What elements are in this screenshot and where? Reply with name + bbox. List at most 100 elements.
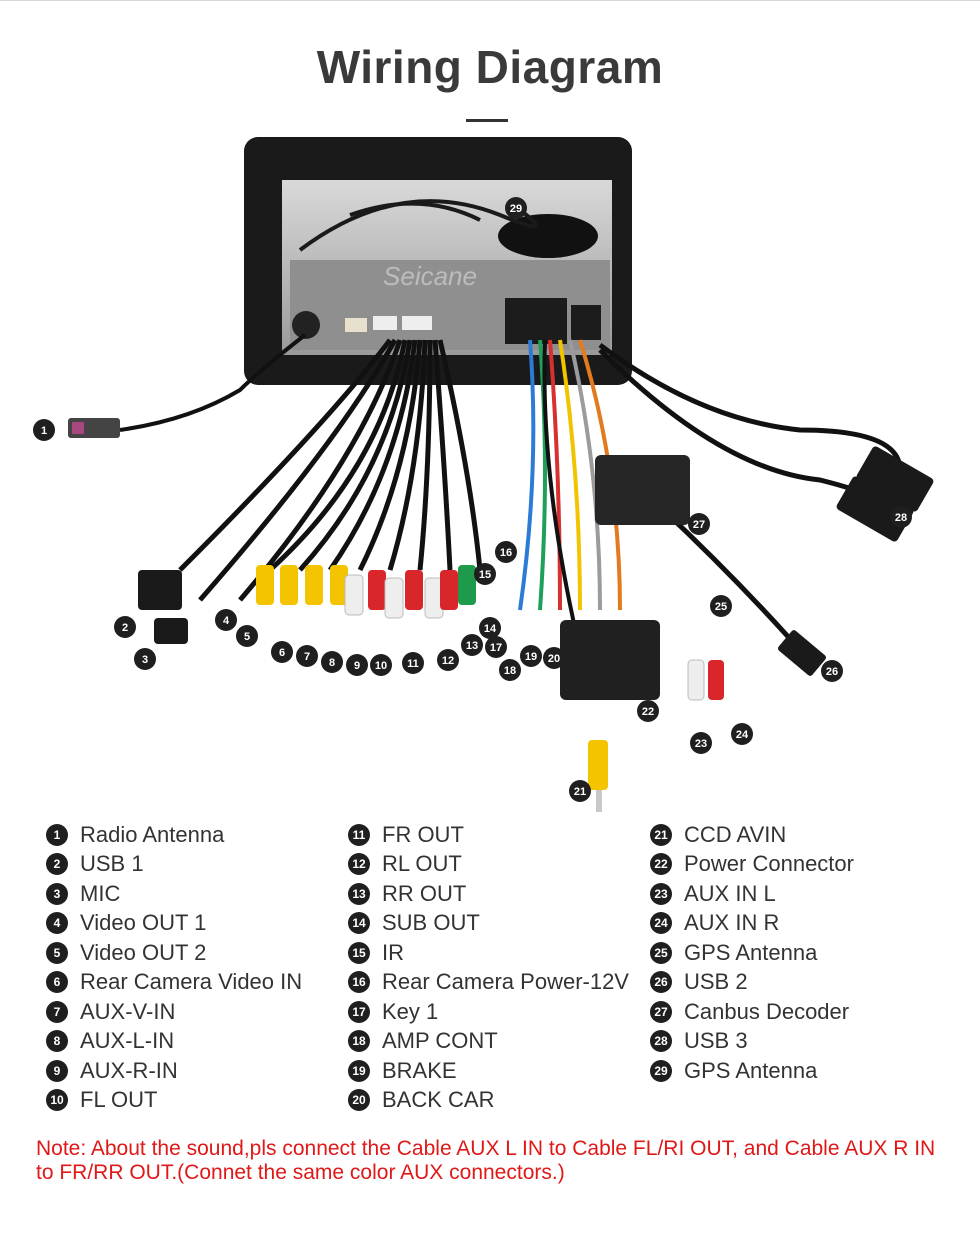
svg-text:23: 23 — [695, 738, 707, 750]
svg-text:19: 19 — [525, 651, 537, 663]
number-badge: 25 — [650, 941, 672, 964]
legend-label: FR OUT — [382, 821, 464, 847]
callout-20: 20 — [543, 647, 565, 669]
svg-text:12: 12 — [442, 655, 454, 667]
callout-5: 5 — [236, 625, 258, 647]
number-badge: 17 — [348, 1000, 370, 1023]
callout-12: 12 — [437, 649, 459, 671]
legend-label: Key 1 — [382, 998, 439, 1024]
number-badge: 1 — [46, 823, 68, 846]
legend-label: USB 3 — [684, 1028, 748, 1054]
sound-wiring-note: Note: About the sound,pls connect the Ca… — [36, 1137, 936, 1184]
svg-text:16: 16 — [500, 547, 512, 559]
callout-13: 13 — [461, 634, 483, 656]
number-badge: 2 — [46, 853, 68, 876]
callout-24: 24 — [731, 723, 753, 745]
svg-text:13: 13 — [466, 640, 478, 652]
callout-11: 11 — [402, 652, 424, 674]
number-badge: 12 — [348, 853, 370, 876]
svg-text:18: 18 — [504, 665, 516, 677]
number-badge: 18 — [348, 1030, 370, 1053]
callout-22: 22 — [637, 700, 659, 722]
svg-text:27: 27 — [693, 519, 705, 531]
svg-text:28: 28 — [895, 512, 907, 524]
legend-label: AUX-R-IN — [80, 1057, 178, 1083]
svg-text:11: 11 — [407, 658, 419, 670]
legend-label: USB 2 — [684, 969, 748, 995]
number-badge: 20 — [348, 1089, 370, 1112]
legend-label: BACK CAR — [382, 1087, 495, 1113]
legend-label: AUX IN L — [684, 880, 776, 906]
legend-label: CCD AVIN — [684, 821, 787, 847]
legend-label: AMP CONT — [382, 1028, 498, 1054]
legend-item: 17 Key 1 — [348, 997, 629, 1027]
svg-text:22: 22 — [642, 706, 654, 718]
legend-item: 26 USB 2 — [650, 968, 854, 998]
number-badge: 8 — [46, 1030, 68, 1053]
legend-label: GPS Antenna — [684, 939, 818, 965]
legend-item: 12 RL OUT — [348, 850, 629, 880]
number-badge: 28 — [650, 1030, 672, 1053]
legend-label: Radio Antenna — [80, 821, 225, 847]
legend-label: Video OUT 1 — [80, 910, 207, 936]
svg-text:17: 17 — [490, 642, 502, 654]
callout-19: 19 — [520, 645, 542, 667]
legend-item: 20 BACK CAR — [348, 1086, 629, 1116]
legend-label: FL OUT — [80, 1087, 158, 1113]
rca-connectors — [256, 565, 724, 812]
head-unit: Seicane — [244, 137, 632, 385]
svg-text:6: 6 — [279, 647, 285, 659]
callout-15: 15 — [474, 563, 496, 585]
callout-7: 7 — [296, 645, 318, 667]
canbus-decoder-box — [595, 455, 690, 525]
legend-label: RR OUT — [382, 880, 467, 906]
svg-text:21: 21 — [574, 786, 586, 798]
callout-23: 23 — [690, 732, 712, 754]
cable-usb — [598, 342, 903, 471]
number-badge: 16 — [348, 971, 370, 994]
svg-text:5: 5 — [244, 631, 250, 643]
legend-label: AUX-L-IN — [80, 1028, 175, 1054]
svg-text:20: 20 — [548, 653, 560, 665]
legend-item: 1 Radio Antenna — [46, 820, 302, 850]
power-harness — [518, 339, 622, 651]
number-badge: 13 — [348, 882, 370, 905]
legend-label: Power Connector — [684, 851, 854, 877]
cable-bundle — [178, 338, 483, 602]
callout-9: 9 — [346, 654, 368, 676]
legend-item: 8 AUX-L-IN — [46, 1027, 302, 1057]
callout-3: 3 — [134, 648, 156, 670]
callout-10: 10 — [370, 654, 392, 676]
mic-plug — [154, 618, 188, 644]
callout-14: 14 — [479, 617, 501, 639]
callout-17: 17 — [485, 636, 507, 658]
svg-text:29: 29 — [510, 203, 522, 215]
title-underline — [466, 119, 508, 122]
callout-1: 1 — [33, 419, 55, 441]
number-badge: 26 — [650, 971, 672, 994]
callout-21: 21 — [569, 780, 591, 802]
number-badge: 29 — [650, 1059, 672, 1082]
svg-text:14: 14 — [484, 623, 497, 635]
svg-text:15: 15 — [479, 569, 491, 581]
callout-6: 6 — [271, 641, 293, 663]
callout-2: 2 — [114, 616, 136, 638]
legend-label: RL OUT — [382, 851, 462, 877]
page-title: Wiring Diagram — [316, 41, 664, 93]
svg-text:24: 24 — [736, 729, 749, 741]
legend-item: 25 GPS Antenna — [650, 938, 854, 968]
